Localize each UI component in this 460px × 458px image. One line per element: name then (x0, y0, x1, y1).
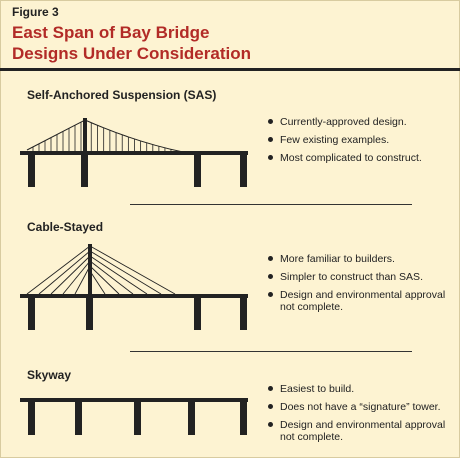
list-item: More familiar to builders. (268, 253, 460, 265)
separator (130, 204, 412, 205)
list-item: Design and environmental approval not co… (268, 289, 460, 313)
list-item: Few existing examples. (268, 134, 422, 146)
list-item: Most complicated to construct. (268, 152, 422, 164)
figure-title: East Span of Bay Bridge Designs Under Co… (12, 22, 251, 64)
title-line-1: East Span of Bay Bridge (12, 23, 210, 42)
section-title-sas: Self-Anchored Suspension (SAS) (27, 88, 217, 102)
skyway-bullets: Easiest to build. Does not have a “signa… (268, 383, 460, 449)
sas-bullets: Currently-approved design. Few existing … (268, 116, 422, 170)
list-item: Design and environmental approval not co… (268, 419, 460, 443)
separator (130, 351, 412, 352)
figure-label: Figure 3 (12, 5, 59, 19)
section-title-skyway: Skyway (27, 368, 72, 382)
cable-stayed-bullets: More familiar to builders. Simpler to co… (268, 253, 460, 319)
list-item: Does not have a “signature” tower. (268, 401, 460, 413)
skyway-bridge-icon (20, 398, 248, 435)
sas-bridge-icon (20, 118, 248, 187)
list-item: Currently-approved design. (268, 116, 422, 128)
section-title-cable-stayed: Cable-Stayed (27, 220, 104, 234)
cable-stayed-bridge-icon (20, 244, 248, 330)
title-rule (0, 68, 460, 71)
list-item: Easiest to build. (268, 383, 460, 395)
list-item: Simpler to construct than SAS. (268, 271, 460, 283)
title-line-2: Designs Under Consideration (12, 44, 251, 63)
